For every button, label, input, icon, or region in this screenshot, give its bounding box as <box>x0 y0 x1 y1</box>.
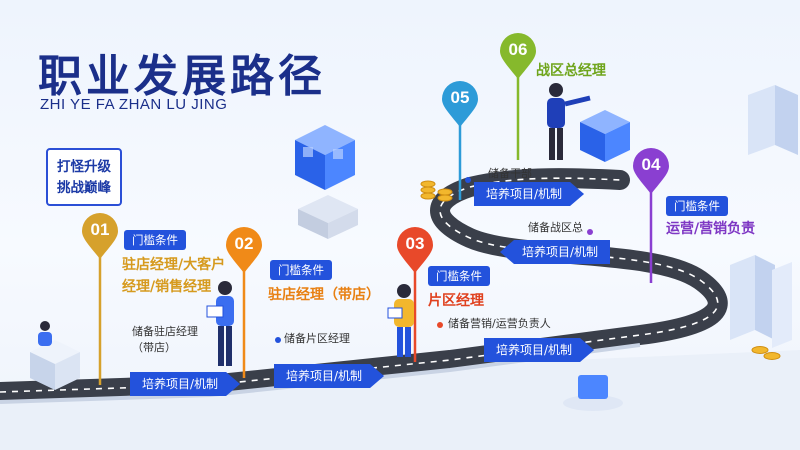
stage-04-role: 运营/营销负责 <box>666 221 756 237</box>
stage-pin-04: 04 <box>631 147 671 195</box>
stage-02-reserve: 储备片区经理 <box>284 332 350 345</box>
stage-pin-06: 06 <box>498 32 538 80</box>
tablet-platform-illustration <box>563 375 623 411</box>
stage-03-role: 片区经理 <box>428 293 484 309</box>
person-figure-03 <box>387 284 414 357</box>
stage-01-training-arrow: 培养项目/机制 <box>130 372 240 396</box>
stage-06-role: 战区总经理 <box>536 63 606 79</box>
stage-03-training-arrow: 培养项目/机制 <box>484 338 594 362</box>
stage-02-threshold: 门槛条件 <box>270 260 332 280</box>
stage-04-reserve: 储备战区总 <box>528 221 583 234</box>
stage-pin-02: 02 <box>224 226 264 274</box>
stage-04-threshold: 门槛条件 <box>666 196 728 216</box>
stage-01-role: 驻店经理/大客户 经理/销售经理 <box>122 257 226 295</box>
stage-01-threshold: 门槛条件 <box>124 230 186 250</box>
stack-disk-illustration <box>298 195 358 239</box>
badge-line-2: 挑战巅峰 <box>57 180 111 196</box>
page-title: 职业发展路径 <box>38 51 326 102</box>
stage-02-role: 驻店经理（带店） <box>268 287 380 303</box>
cube-cluster-illustration <box>295 125 355 190</box>
cube-cluster-right-illustration <box>580 110 630 162</box>
page-subtitle: ZHI YE FA ZHAN LU JING <box>40 96 228 113</box>
stage-pin-01: 01 <box>80 212 120 260</box>
person-figure-01 <box>38 321 52 346</box>
stage-03-threshold: 门槛条件 <box>428 266 490 286</box>
road-marking <box>0 177 719 393</box>
stage-05-reserve: 储备干部 <box>488 167 532 180</box>
stage-03-reserve: 储备营销/运营负责人 <box>448 317 551 330</box>
stage-01-reserve: 储备驻店经理 （带店） <box>132 325 198 354</box>
coins-illustration <box>420 180 781 360</box>
buildings-illustration <box>730 85 798 348</box>
stage-04-training-arrow: 培养项目/机制 <box>500 240 611 264</box>
badge-line-1: 打怪升级 <box>57 159 111 175</box>
person-figure-02 <box>206 281 234 366</box>
challenge-badge: 打怪升级 挑战巅峰 <box>46 148 122 206</box>
stage-pin-03: 03 <box>395 226 435 274</box>
person-figure-06 <box>547 83 591 160</box>
stage-02-training-arrow: 培养项目/机制 <box>274 364 384 388</box>
stage-pin-05: 05 <box>440 80 480 128</box>
stage-05-training-arrow: 培养项目/机制 <box>474 182 584 206</box>
desk-platform-illustration <box>30 340 80 390</box>
